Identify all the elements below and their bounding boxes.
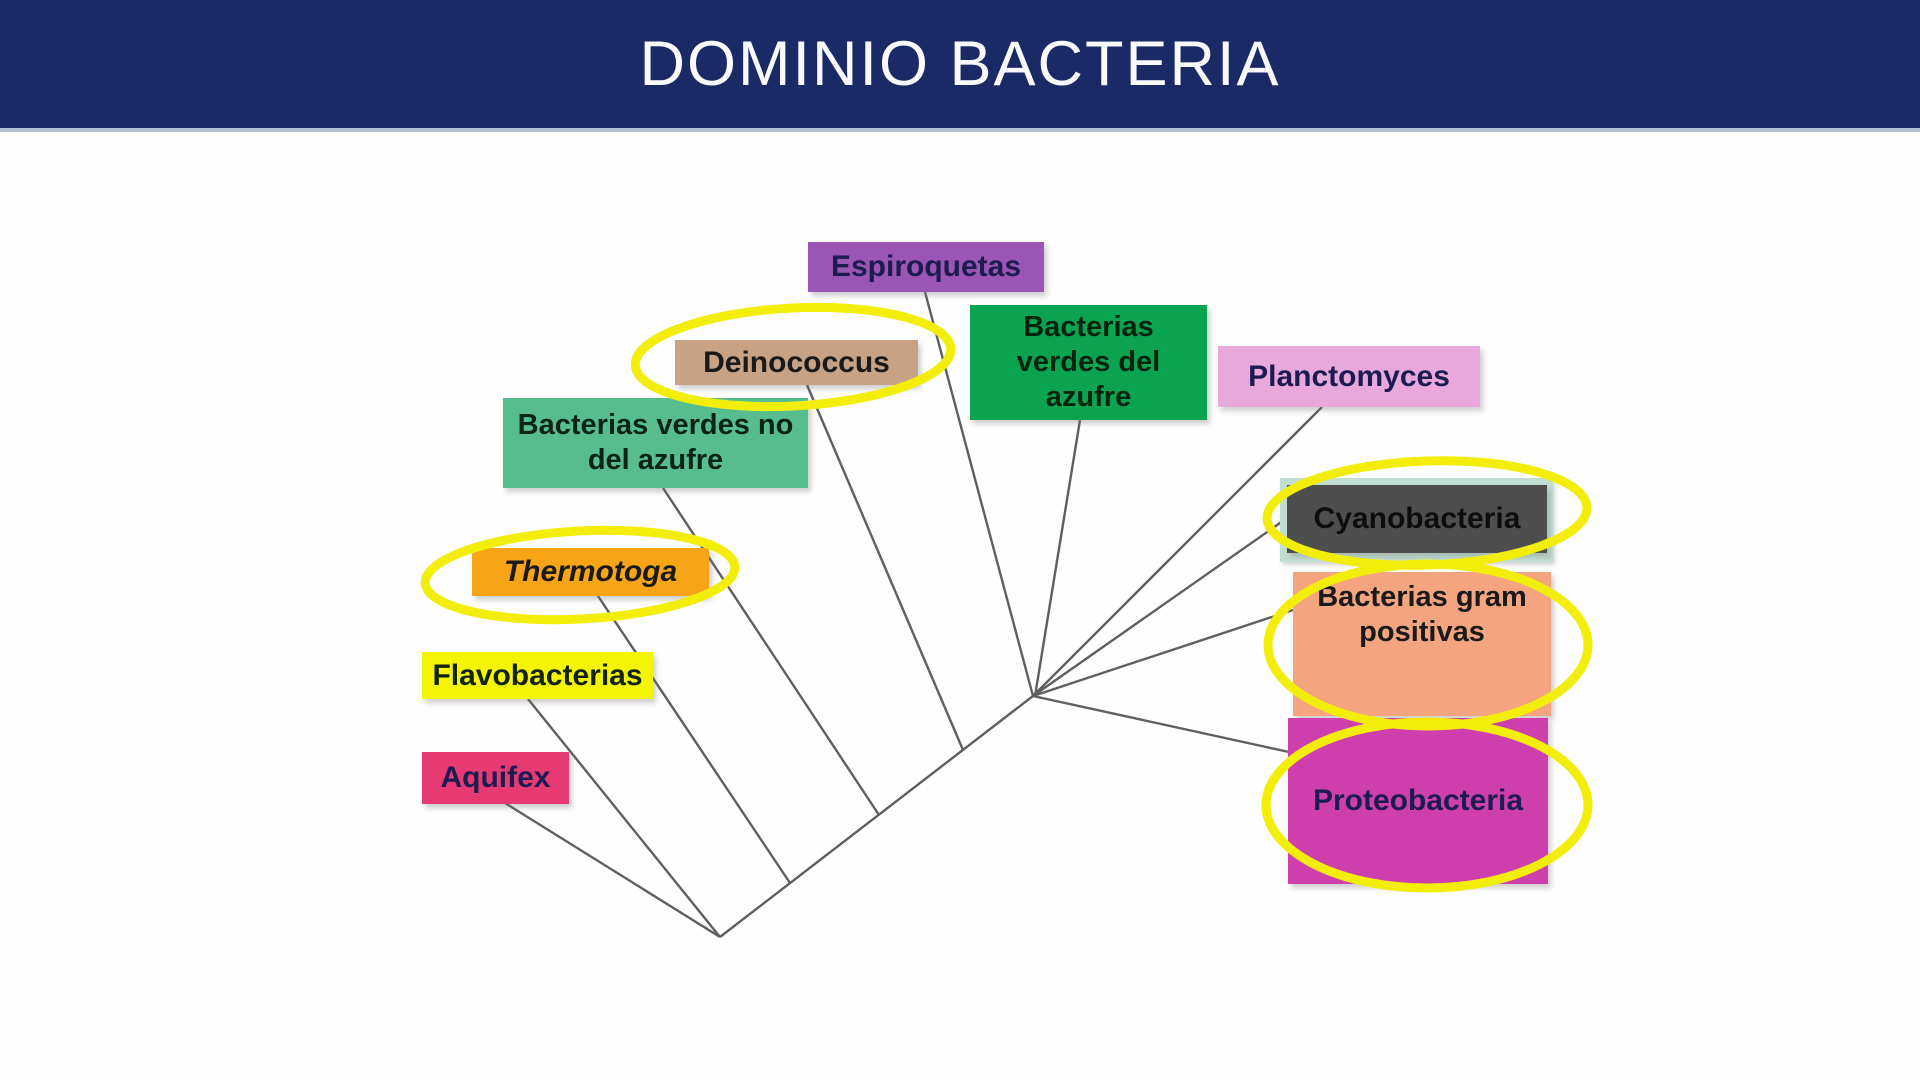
slide-title: DOMINIO BACTERIA	[639, 29, 1281, 99]
branch-thermotoga	[597, 595, 791, 884]
branch-bacterias-verdes-no-del-azufre	[661, 487, 881, 816]
branch-spine	[719, 695, 1034, 938]
phylogenetic-tree-diagram: Espiroquetas Deinococcus Bacterias verde…	[0, 132, 1920, 1080]
node-proteobacteria: Proteobacteria	[1288, 718, 1548, 884]
branch-flavobacterias	[527, 698, 721, 938]
slide-header: DOMINIO BACTERIA	[0, 0, 1920, 132]
branch-bacterias-gram-positivas	[1032, 608, 1294, 698]
branch-planctomyces	[1032, 406, 1323, 697]
branch-cyanobacteria	[1032, 515, 1291, 697]
node-bacterias-gram-positivas: Bacterias gram positivas	[1293, 572, 1551, 716]
node-espiroquetas: Espiroquetas	[808, 242, 1044, 292]
node-thermotoga: Thermotoga	[472, 548, 709, 596]
branch-deinococcus	[805, 384, 965, 751]
node-bacterias-verdes-no-del-azufre: Bacterias verdes no del azufre	[503, 398, 808, 488]
node-planctomyces: Planctomyces	[1218, 346, 1480, 407]
branch-aquifex	[504, 801, 721, 939]
node-deinococcus: Deinococcus	[675, 340, 918, 385]
node-bacterias-verdes-del-azufre: Bacterias verdes del azufre	[970, 305, 1207, 420]
node-aquifex: Aquifex	[422, 752, 569, 804]
node-cyanobacteria: Cyanobacteria	[1287, 485, 1547, 553]
branch-proteobacteria	[1032, 694, 1290, 754]
node-flavobacterias: Flavobacterias	[422, 652, 653, 699]
branch-bacterias-verdes-del-azufre	[1033, 419, 1082, 697]
